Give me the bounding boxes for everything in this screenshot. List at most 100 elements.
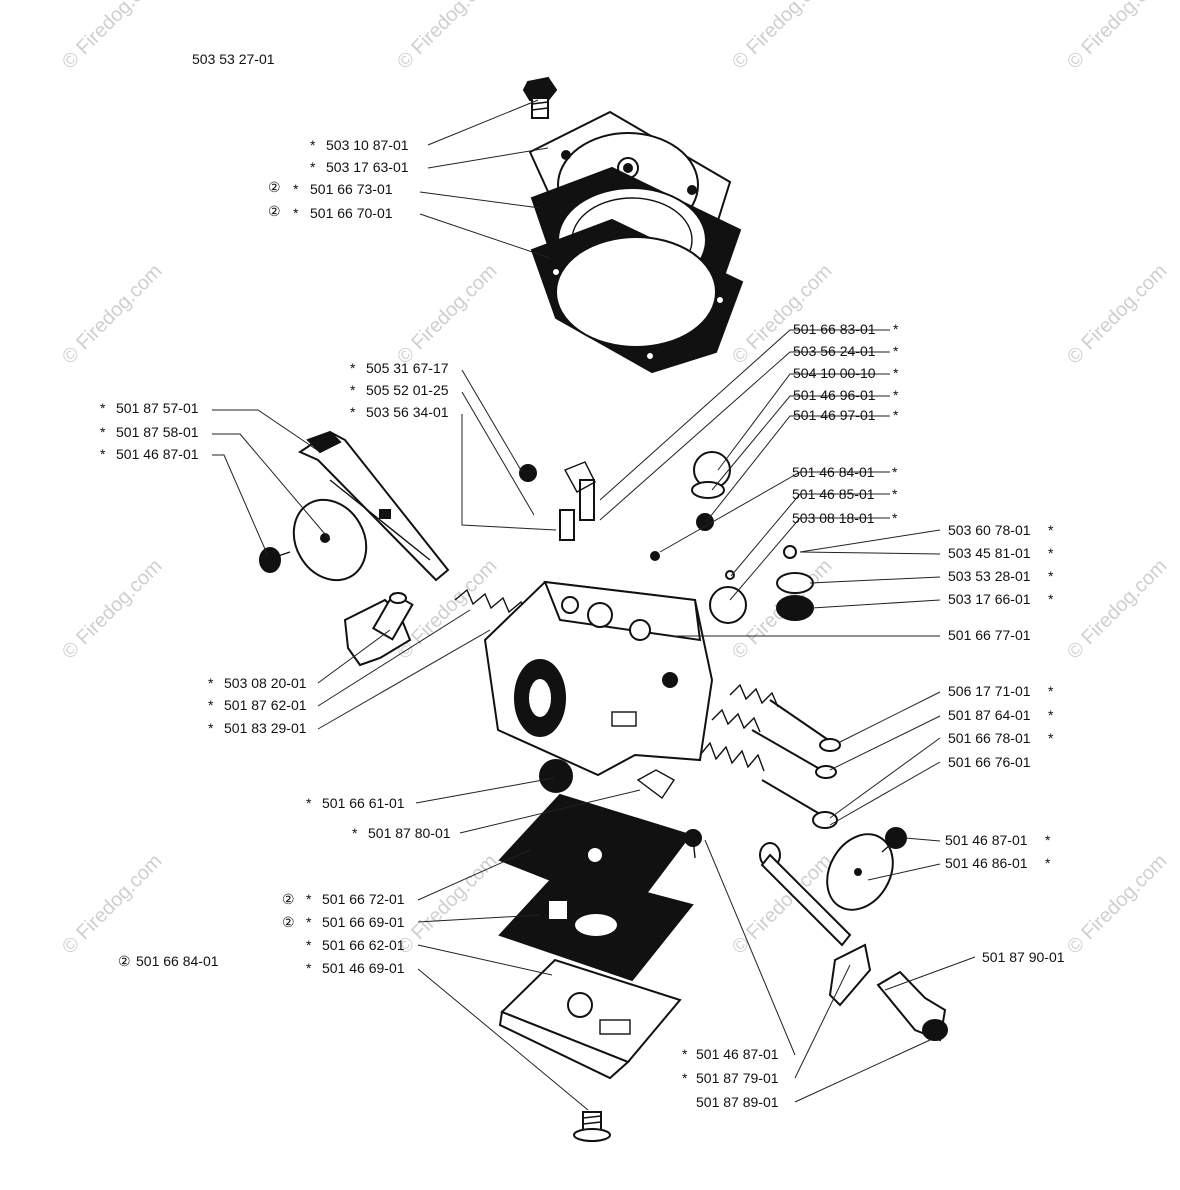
choke-valve xyxy=(826,833,894,911)
part-label: 501 83 29-01 xyxy=(224,720,307,736)
label-star: * xyxy=(306,891,312,907)
throttle-shaft xyxy=(297,430,450,582)
label-star: * xyxy=(350,382,356,398)
label-star: * xyxy=(892,486,898,502)
part-label: 501 46 97-01 xyxy=(793,407,876,423)
part-label: 501 66 62-01 xyxy=(322,937,405,953)
part-label: 501 66 73-01 xyxy=(310,181,393,197)
part-label: 501 66 76-01 xyxy=(948,754,1031,770)
parts-layer xyxy=(259,76,948,1142)
part-label: 501 66 70-01 xyxy=(310,205,393,221)
watermark: © Firedog.com xyxy=(58,555,167,664)
part-label: 503 17 66-01 xyxy=(948,591,1031,607)
choke-shaft xyxy=(759,842,872,1007)
part-labels: ② ② * * * * 503 10 87-01 503 17 63-01 50… xyxy=(100,137,1065,1110)
pump-cover-screw xyxy=(573,1111,611,1142)
choke-lever xyxy=(876,970,948,1042)
part-label: 501 46 84-01 xyxy=(792,464,875,480)
label-star: * xyxy=(1048,707,1054,723)
watermark: © Firedog.com xyxy=(1063,555,1172,664)
part-label: 501 87 64-01 xyxy=(948,707,1031,723)
watermark: © Firedog.com xyxy=(58,260,167,369)
label-star: * xyxy=(310,137,316,153)
watermark: © Firedog.com xyxy=(58,0,167,74)
label-star: * xyxy=(1048,683,1054,699)
low-needle xyxy=(711,708,837,779)
part-label: 501 46 85-01 xyxy=(792,486,875,502)
part-label: 503 60 78-01 xyxy=(948,522,1031,538)
label-star: * xyxy=(1048,568,1054,584)
pump-gasket xyxy=(498,868,694,982)
circle-marker: ② xyxy=(268,179,281,195)
part-label: 505 52 01-25 xyxy=(366,382,449,398)
part-label: 503 17 63-01 xyxy=(326,159,409,175)
kit-note-symbol: ② xyxy=(118,953,131,969)
label-star: * xyxy=(682,1070,688,1086)
part-label: 501 46 87-01 xyxy=(116,446,199,462)
label-star: * xyxy=(1048,730,1054,746)
cover-screw xyxy=(522,76,558,119)
watermark: © Firedog.com xyxy=(393,260,502,369)
pump-diaphragm xyxy=(498,759,692,914)
watermark: © Firedog.com xyxy=(393,850,502,959)
watermark: © Firedog.com xyxy=(1063,0,1172,74)
label-star: * xyxy=(1045,855,1051,871)
circle-marker: ② xyxy=(282,914,295,930)
label-star: * xyxy=(208,697,214,713)
part-label: 501 66 83-01 xyxy=(793,321,876,337)
part-label: 503 56 34-01 xyxy=(366,404,449,420)
part-label: 501 87 62-01 xyxy=(224,697,307,713)
watermark: © Firedog.com xyxy=(728,0,837,74)
label-star: * xyxy=(306,795,312,811)
part-label: 501 66 78-01 xyxy=(948,730,1031,746)
label-star: * xyxy=(682,1046,688,1062)
part-label: 503 08 18-01 xyxy=(792,510,875,526)
label-star: * xyxy=(208,675,214,691)
label-star: * xyxy=(892,510,898,526)
pump-cover xyxy=(498,958,682,1080)
part-label: 501 87 89-01 xyxy=(696,1094,779,1110)
label-star: * xyxy=(893,321,899,337)
part-label: 501 66 72-01 xyxy=(322,891,405,907)
watermark: © Firedog.com xyxy=(1063,850,1172,959)
part-label: 504 10 00-10 xyxy=(793,365,876,381)
kit-note-part: 501 66 84-01 xyxy=(136,953,219,969)
metering-lever xyxy=(636,769,702,859)
part-label: 501 66 69-01 xyxy=(322,914,405,930)
throttle-screw xyxy=(259,547,291,573)
label-star: * xyxy=(293,181,299,197)
watermark: © Firedog.com xyxy=(393,0,502,74)
part-label: 503 56 24-01 xyxy=(793,343,876,359)
part-label: 501 46 86-01 xyxy=(945,855,1028,871)
part-label: 503 08 20-01 xyxy=(224,675,307,691)
label-star: * xyxy=(352,825,358,841)
label-star: * xyxy=(1048,591,1054,607)
circle-marker: ② xyxy=(282,891,295,907)
label-star: * xyxy=(893,407,899,423)
label-star: * xyxy=(208,720,214,736)
label-star: * xyxy=(893,343,899,359)
part-label: 501 66 61-01 xyxy=(322,795,405,811)
carburetor-body xyxy=(483,580,714,777)
label-star: * xyxy=(100,400,106,416)
label-star: * xyxy=(893,365,899,381)
part-label: 505 31 67-17 xyxy=(366,360,449,376)
label-star: * xyxy=(350,360,356,376)
circle-marker: ② xyxy=(268,203,281,219)
fuel-inlet-elbow xyxy=(343,592,414,667)
part-label: 506 17 71-01 xyxy=(948,683,1031,699)
metering-gasket xyxy=(530,218,744,374)
part-label: 501 46 69-01 xyxy=(322,960,405,976)
label-star: * xyxy=(1045,832,1051,848)
label-star: * xyxy=(306,960,312,976)
part-label: 503 45 81-01 xyxy=(948,545,1031,561)
part-label: 501 87 58-01 xyxy=(116,424,199,440)
part-label: 503 53 28-01 xyxy=(948,568,1031,584)
part-label: 501 87 90-01 xyxy=(982,949,1065,965)
label-star: * xyxy=(1048,545,1054,561)
label-star: * xyxy=(893,387,899,403)
label-star: * xyxy=(100,424,106,440)
part-label: 503 10 87-01 xyxy=(326,137,409,153)
label-star: * xyxy=(350,404,356,420)
